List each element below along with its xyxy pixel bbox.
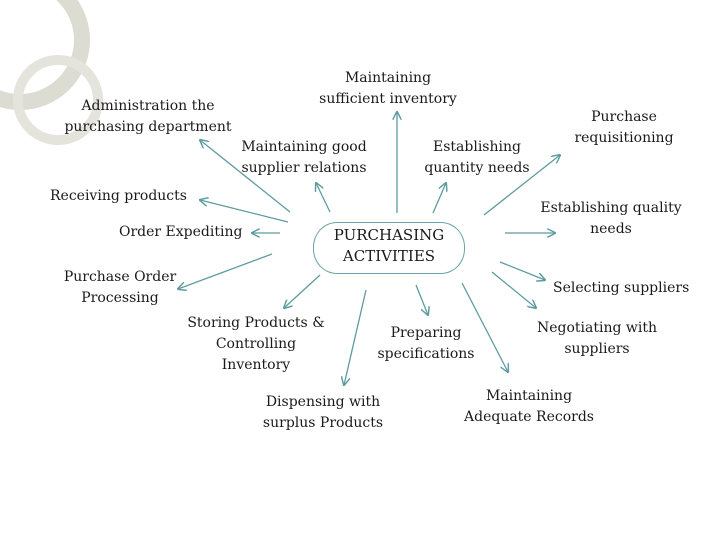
center-node: PURCHASING ACTIVITIES xyxy=(313,222,465,274)
node-line: Dispensing with xyxy=(265,394,381,410)
node-line: Maintaining xyxy=(344,70,432,86)
node-line: requisitioning xyxy=(574,130,674,146)
node-line: Inventory xyxy=(221,357,291,373)
node-po-processing: Purchase Order Processing xyxy=(55,267,185,309)
node-line: Processing xyxy=(81,290,159,306)
node-line: Adequate Records xyxy=(464,409,594,425)
node-line: Selecting suppliers xyxy=(553,280,690,296)
arrow-receiving xyxy=(200,200,289,223)
node-line: Negotiating with xyxy=(536,320,657,336)
node-quantity-needs: Establishing quantity needs xyxy=(414,137,540,179)
node-supplier-relations: Maintaining good supplier relations xyxy=(234,137,374,179)
node-line: needs xyxy=(590,221,632,237)
arrow-quantity-needs xyxy=(432,183,446,214)
arrow-negotiating xyxy=(491,271,536,308)
node-dispensing: Dispensing with surplus Products xyxy=(253,392,393,434)
node-line: sufficient inventory xyxy=(319,91,457,107)
node-line: Maintaining xyxy=(485,388,573,404)
center-line-1: PURCHASING xyxy=(333,226,445,244)
center-line-2: ACTIVITIES xyxy=(342,247,436,265)
center-label: PURCHASING ACTIVITIES xyxy=(314,225,464,267)
decor-ring-inner xyxy=(13,55,103,145)
node-specifications: Preparing specifications xyxy=(366,323,486,365)
node-line: Storing Products & xyxy=(187,315,325,331)
node-negotiating: Negotiating with suppliers xyxy=(532,318,662,360)
node-line: Administration the xyxy=(81,98,215,114)
arrow-supplier-relations xyxy=(316,183,331,213)
arrow-po-processing xyxy=(178,253,273,289)
node-selecting-suppliers: Selecting suppliers xyxy=(553,278,689,299)
node-line: Receiving products xyxy=(50,188,187,204)
node-line: surplus Products xyxy=(262,415,384,431)
node-administration: Administration the purchasing department xyxy=(58,96,238,138)
arrow-selecting-suppliers xyxy=(499,261,545,280)
node-line: Purchase Order xyxy=(63,269,177,285)
node-line: quantity needs xyxy=(424,160,530,176)
node-storing: Storing Products & Controlling Inventory xyxy=(181,313,331,376)
node-line: Establishing xyxy=(433,139,521,155)
decor-ring-outer xyxy=(0,0,90,110)
node-requisitioning: Purchase requisitioning xyxy=(559,107,689,149)
node-line: purchasing department xyxy=(64,119,232,135)
arrow-dispensing xyxy=(344,289,367,385)
arrow-specifications xyxy=(415,284,428,315)
node-line: Purchase xyxy=(591,109,657,125)
node-order-expediting: Order Expediting xyxy=(119,222,242,243)
node-line: Controlling xyxy=(215,336,297,352)
node-quality-needs: Establishing quality needs xyxy=(536,198,686,240)
node-receiving: Receiving products xyxy=(50,186,187,207)
node-line: Maintaining good xyxy=(241,139,367,155)
arrow-administration xyxy=(200,140,291,213)
node-line: Preparing xyxy=(390,325,462,341)
arrow-requisitioning xyxy=(483,155,560,216)
node-maintaining-inventory: Maintaining sufficient inventory xyxy=(313,68,463,110)
node-records: Maintaining Adequate Records xyxy=(454,386,604,428)
node-line: Establishing quality xyxy=(540,200,682,216)
node-line: Order Expediting xyxy=(119,224,243,240)
node-line: supplier relations xyxy=(241,160,367,176)
node-line: suppliers xyxy=(564,341,630,357)
arrow-storing xyxy=(284,274,321,308)
node-line: specifications xyxy=(377,346,475,362)
arrow-records xyxy=(461,282,508,372)
